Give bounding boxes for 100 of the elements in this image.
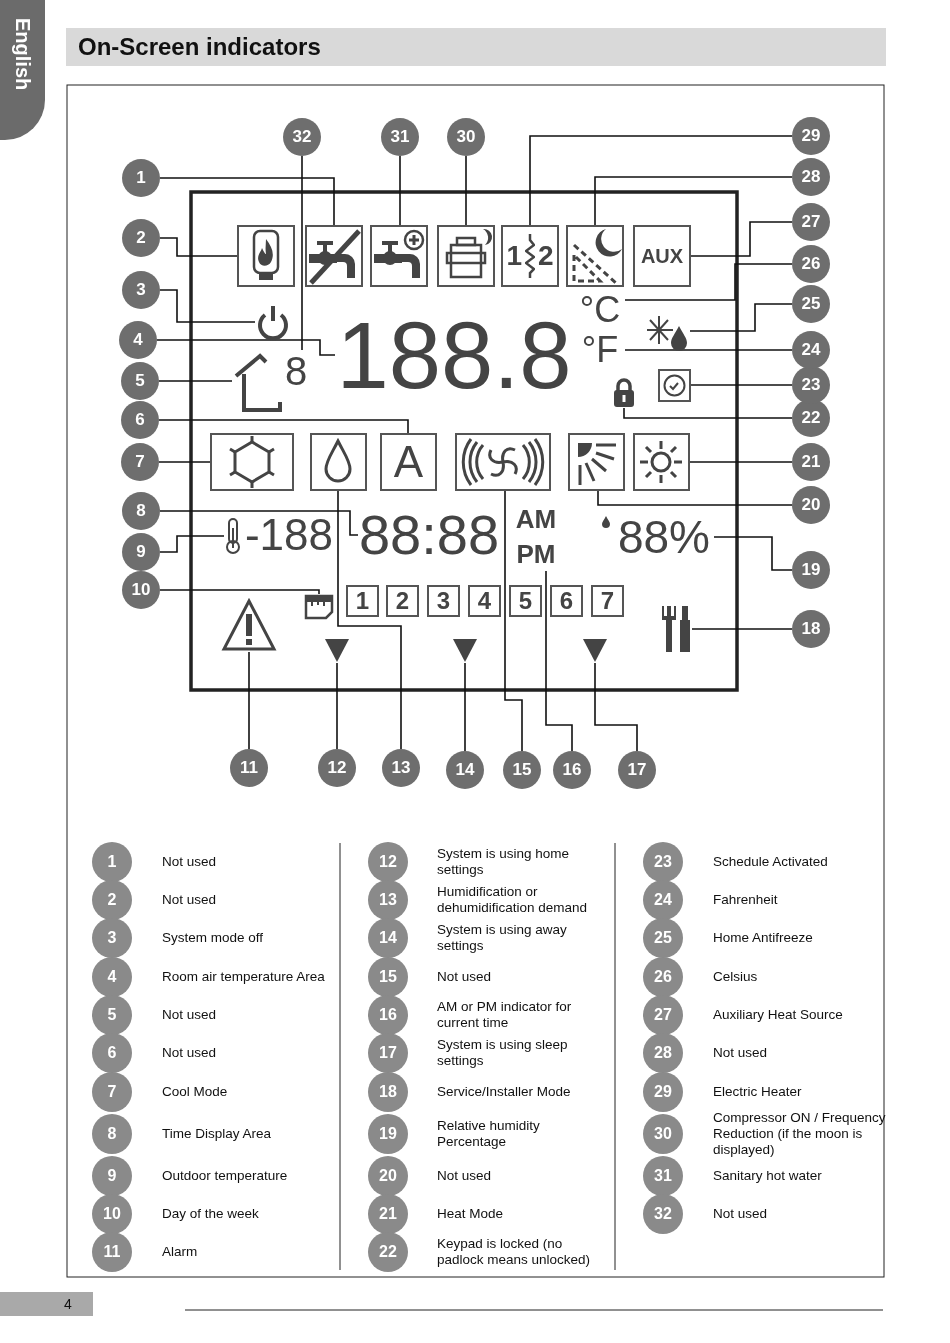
boiler-flame-icon (237, 225, 295, 287)
time-digits: 88:88 (358, 503, 500, 567)
leader-line (545, 570, 573, 752)
callout-number: 17 (618, 751, 656, 789)
callout-number: 13 (382, 749, 420, 787)
callout-number: 20 (368, 1156, 408, 1196)
callout-number: 30 (447, 118, 485, 156)
callout-number: 27 (792, 203, 830, 241)
thermometer-icon (226, 518, 240, 554)
callout-number: 25 (643, 918, 683, 958)
callout-number: 15 (368, 957, 408, 997)
description-text: Not used (437, 1168, 493, 1184)
callout-number: 32 (643, 1194, 683, 1234)
callout-number: 21 (368, 1194, 408, 1234)
leader-line (337, 490, 402, 750)
day-number: 6 (550, 585, 583, 617)
callout-number: 19 (368, 1114, 408, 1154)
callout-number: 25 (792, 285, 830, 323)
callout-number: 23 (643, 842, 683, 882)
leader-line (158, 419, 409, 434)
callout-number: 31 (643, 1156, 683, 1196)
callout-number: 22 (792, 399, 830, 437)
day-number: 7 (591, 585, 624, 617)
callout-number: 28 (792, 158, 830, 196)
leader-line (623, 407, 793, 419)
callout-number: 1 (122, 159, 160, 197)
callout-number: 3 (92, 918, 132, 958)
callout-number: 2 (122, 219, 160, 257)
leader-line (624, 263, 793, 301)
leader-line (159, 510, 359, 536)
callout-number: 6 (121, 401, 159, 439)
stage-number: 1 (506, 242, 522, 270)
description-text: Time Display Area (162, 1126, 273, 1142)
callout-number: 10 (92, 1194, 132, 1234)
leader-line (399, 155, 401, 226)
leader-line (624, 349, 793, 351)
day-number: 2 (386, 585, 419, 617)
leader-line (159, 237, 238, 257)
temperature-digits: 188.8 (335, 298, 573, 413)
padlock-icon (614, 378, 634, 407)
fan-icon (455, 433, 551, 491)
description-text: Not used (713, 1206, 769, 1222)
callout-number: 4 (119, 321, 157, 359)
callout-number: 2 (92, 880, 132, 920)
description-text: Humidification or dehumidification demand (437, 884, 589, 916)
moon-icon (566, 225, 624, 287)
sun-icon (633, 433, 690, 491)
leader-line (594, 176, 793, 226)
callout-number: 30 (643, 1114, 683, 1154)
description-text: Not used (713, 1045, 769, 1061)
heat-rays-icon (568, 433, 625, 491)
description-text: Outdoor temperature (162, 1168, 289, 1184)
description-text: System mode off (162, 930, 265, 946)
stage-number: 2 (538, 242, 554, 270)
triangle-marker-icon (453, 639, 477, 662)
callout-number: 16 (368, 995, 408, 1035)
callout-number: 21 (792, 443, 830, 481)
leader-line (156, 339, 336, 356)
day-number: 3 (427, 585, 460, 617)
callout-number: 18 (792, 610, 830, 648)
leader-line (465, 155, 467, 226)
time-period-text: AM (514, 503, 558, 535)
leader-line (713, 536, 793, 571)
triangle-marker-icon (325, 639, 349, 662)
time-period-text: PM (512, 537, 560, 571)
callout-number: 28 (643, 1033, 683, 1073)
leader-line (594, 662, 638, 752)
leader-line (689, 303, 793, 332)
leader-line (691, 628, 793, 630)
description-text: AM or PM indicator for current time (437, 999, 573, 1031)
callout-number: 6 (92, 1033, 132, 1073)
page-number: 4 (0, 1292, 93, 1316)
leader-line (690, 384, 793, 386)
leader-line (158, 380, 233, 382)
tap-plus-icon (370, 225, 428, 287)
small-digit: 8 (284, 350, 308, 392)
description-text: Room air temperature Area (162, 969, 326, 985)
description-text: System is using away settings (437, 922, 568, 954)
callout-number: 26 (792, 245, 830, 283)
leader-line (159, 289, 256, 323)
description-text: Day of the week (162, 1206, 260, 1222)
description-text: Not used (162, 854, 218, 870)
mode-letter: A (380, 433, 437, 491)
leader-line (159, 589, 320, 595)
callout-number: 12 (318, 749, 356, 787)
leader-line (159, 177, 335, 226)
callout-number: 9 (92, 1156, 132, 1196)
description-text: Not used (437, 969, 493, 985)
callout-number: 31 (381, 118, 419, 156)
unit-symbol: °C (575, 290, 625, 330)
clock-icon (658, 369, 691, 402)
day-number: 1 (346, 585, 379, 617)
callout-number: 7 (92, 1072, 132, 1112)
humidity-digits: 88% (614, 512, 714, 562)
callout-number: 3 (122, 271, 160, 309)
unit-symbol: °F (575, 330, 625, 370)
callout-number: 17 (368, 1033, 408, 1073)
callout-number: 13 (368, 880, 408, 920)
day-number: 5 (509, 585, 542, 617)
callout-number: 8 (92, 1114, 132, 1154)
